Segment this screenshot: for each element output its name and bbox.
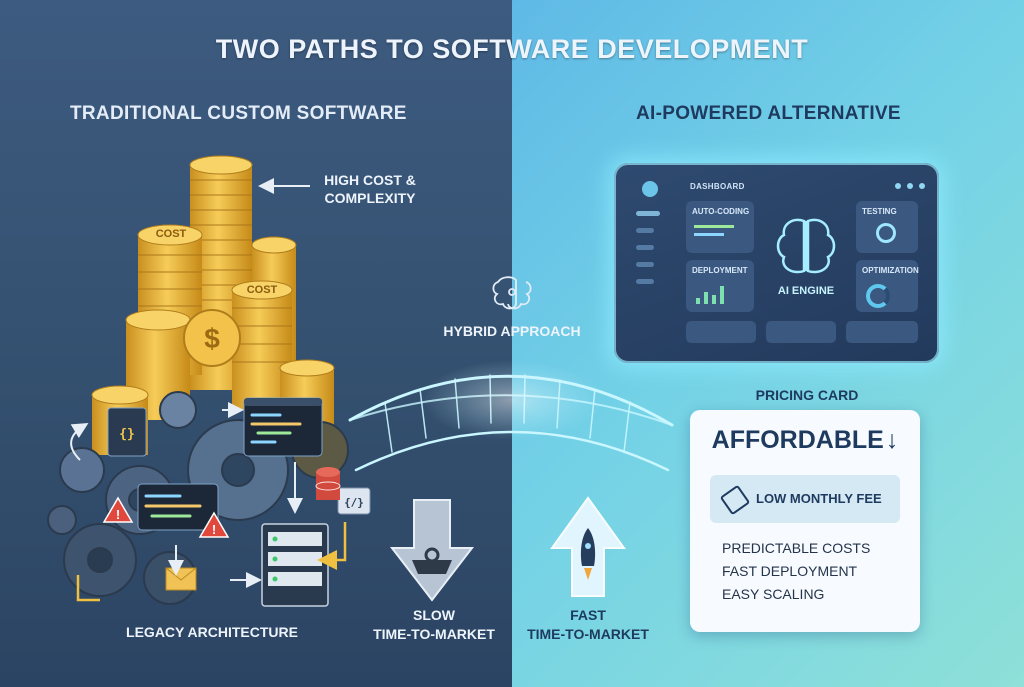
- window-controls: [895, 183, 925, 189]
- slow-label: SLOW: [413, 607, 455, 623]
- svg-text:!: !: [212, 522, 216, 537]
- page-title: TWO PATHS TO SOFTWARE DEVELOPMENT: [215, 34, 809, 64]
- pricing-card: AFFORDABLE↓ LOW MONTHLY FEE PREDICTABLE …: [690, 410, 920, 632]
- hybrid-approach-label: HYBRID APPROACH: [443, 323, 581, 339]
- auto-coding-card: AUTO-CODING: [686, 201, 754, 253]
- sidebar-item: [636, 228, 654, 233]
- coin-stacks: $: [91, 155, 335, 455]
- weight-icon: [412, 547, 452, 574]
- monthly-fee-banner: LOW MONTHLY FEE: [710, 475, 900, 523]
- price-tag-icon: [719, 484, 751, 516]
- flow-arrows: [70, 402, 303, 588]
- dashboard-title: DASHBOARD: [690, 182, 745, 191]
- card-label: TESTING: [862, 207, 897, 216]
- card-label: DEPLOYMENT: [692, 266, 748, 275]
- sidebar-item: [636, 279, 654, 284]
- cost-coin-label: COST: [246, 284, 278, 296]
- optimization-card: OPTIMIZATION: [856, 260, 919, 312]
- dashboard-sidebar: [636, 207, 666, 337]
- ai-title: AI-POWERED ALTERNATIVE: [636, 103, 901, 124]
- deployment-card: DEPLOYMENT: [686, 260, 754, 312]
- dashboard-logo: [642, 181, 658, 197]
- database-icon: [315, 467, 341, 500]
- sidebar-item: [636, 245, 654, 250]
- warning-icon: ! !: [102, 496, 230, 538]
- window-dot: [919, 183, 925, 189]
- fast-time-label: FAST TIME-TO-MARKET: [518, 606, 658, 644]
- svg-text:$: $: [204, 323, 220, 354]
- code-tag-icon: {/}: [344, 496, 364, 509]
- dashboard-tile: [766, 321, 836, 343]
- slow-time-to-market: TIME-TO-MARKET: [373, 626, 495, 642]
- braces-icon: {}: [119, 427, 135, 442]
- cost-callout: HIGH COST & COMPLEXITY: [300, 171, 440, 207]
- fast-time-to-market: TIME-TO-MARKET: [527, 626, 649, 642]
- dashboard-tile: [846, 321, 918, 343]
- bar-chart-icon: [696, 286, 724, 304]
- cost-coin-label: COST: [155, 228, 187, 240]
- code-line: [694, 225, 734, 228]
- fast-label: FAST: [570, 607, 606, 623]
- svg-text:!: !: [116, 507, 120, 522]
- dashboard-tile: [686, 321, 756, 343]
- arrow-down-icon: ↓: [885, 426, 899, 454]
- ai-engine-label: AI ENGINE: [777, 285, 835, 297]
- code-line: [694, 233, 724, 236]
- window-dot: [895, 183, 901, 189]
- window-dot: [907, 183, 913, 189]
- sidebar-item: [636, 211, 660, 216]
- testing-card: TESTING: [856, 201, 918, 253]
- affordable-text: AFFORDABLE: [711, 426, 884, 454]
- traditional-title: TRADITIONAL CUSTOM SOFTWARE: [70, 103, 407, 124]
- code-window-icon: [107, 397, 371, 531]
- magnifier-icon: [876, 223, 896, 243]
- feature-item: FAST DEPLOYMENT: [722, 563, 858, 579]
- brain-icon: [776, 218, 836, 274]
- envelope-icon: [165, 567, 197, 591]
- ai-dashboard: DASHBOARD AUTO-CODING TESTING DEPLOYMENT: [614, 163, 939, 363]
- server-icon: [261, 523, 329, 607]
- slow-time-label: SLOW TIME-TO-MARKET: [364, 606, 504, 644]
- brain-icon: [492, 276, 532, 310]
- pricing-headline: AFFORDABLE↓: [690, 426, 920, 455]
- monthly-fee-text: LOW MONTHLY FEE: [756, 491, 882, 506]
- cost-callout-line-2: COMPLEXITY: [324, 190, 416, 206]
- sidebar-item: [636, 262, 654, 267]
- card-label: AUTO-CODING: [692, 207, 750, 216]
- cost-callout-line-1: HIGH COST &: [324, 172, 416, 188]
- feature-item: EASY SCALING: [722, 586, 825, 602]
- feature-item: PREDICTABLE COSTS: [722, 540, 871, 556]
- rocket-icon: [580, 528, 596, 580]
- pricing-card-label: PRICING CARD: [755, 387, 859, 403]
- legacy-architecture-label: LEGACY ARCHITECTURE: [126, 624, 298, 640]
- card-label: OPTIMIZATION: [862, 266, 919, 275]
- donut-icon: [866, 284, 890, 308]
- ai-engine: AI ENGINE: [764, 199, 848, 309]
